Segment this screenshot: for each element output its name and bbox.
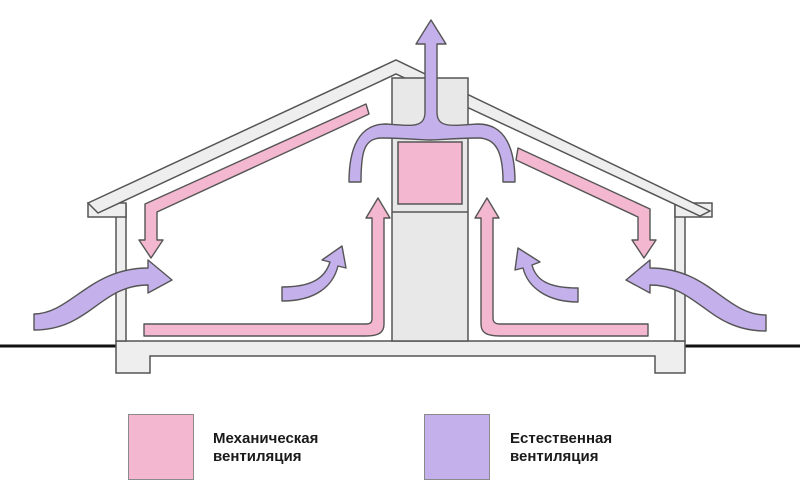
ventilation-unit (397, 141, 463, 205)
natural-flow-inner-left (281, 245, 347, 302)
mechanical-flow-right-supply (474, 197, 649, 337)
natural-flow-inlet-left (33, 259, 173, 331)
natural-flow-inlet-right (625, 259, 767, 332)
roof (86, 59, 712, 217)
legend-label-natural: Естественная вентиляция (510, 430, 612, 466)
legend-mechanical-line2: вентиляция (213, 448, 302, 465)
mechanical-flow-right-roof (515, 147, 657, 259)
natural-flow-exhaust (348, 19, 516, 183)
legend-mechanical-line1: Механическая (213, 430, 319, 447)
legend-natural-line2: вентиляция (510, 448, 599, 465)
legend-label-mechanical: Механическая вентиляция (213, 430, 318, 466)
legend-natural-line1: Естественная (510, 430, 613, 447)
foundation (115, 340, 686, 374)
legend-swatch-natural (424, 414, 490, 480)
legend-swatch-mechanical (128, 414, 194, 480)
natural-flow-inner-right (514, 247, 579, 303)
mechanical-flow-left-roof (138, 103, 370, 259)
mechanical-flow-left-supply (143, 197, 391, 337)
